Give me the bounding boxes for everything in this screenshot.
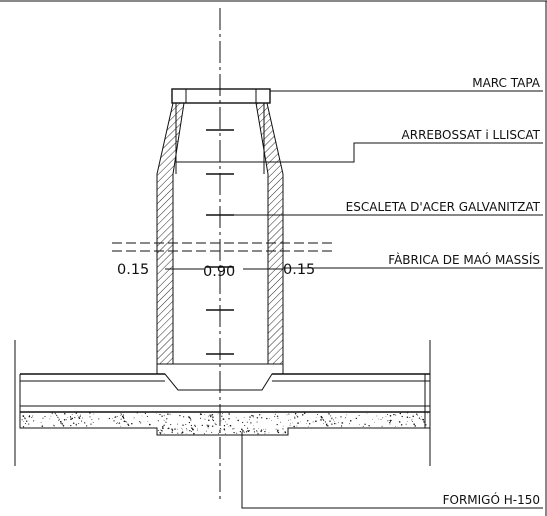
label-escaleta: ESCALETA D'ACER GALVANITZAT <box>346 200 541 214</box>
concrete-speckle <box>21 412 428 435</box>
label-marc-tapa: MARC TAPA <box>472 76 541 90</box>
dim-right-wall: 0.15 <box>283 262 315 278</box>
section-cut-line <box>112 242 332 252</box>
concrete-base <box>19 411 431 436</box>
manhole-body <box>156 102 284 391</box>
leader-lines <box>176 90 543 509</box>
dim-left-wall: 0.15 <box>117 262 149 278</box>
label-fabrica: FÀBRICA DE MAÓ MASSÍS <box>388 252 540 267</box>
cover-frame <box>171 88 271 104</box>
label-formigo: FORMIGÓ H-150 <box>443 492 540 507</box>
label-arrebossat: ARREBOSSAT i LLISCAT <box>402 128 541 142</box>
pavement <box>14 340 431 466</box>
dim-inner: 0.90 <box>203 264 235 280</box>
